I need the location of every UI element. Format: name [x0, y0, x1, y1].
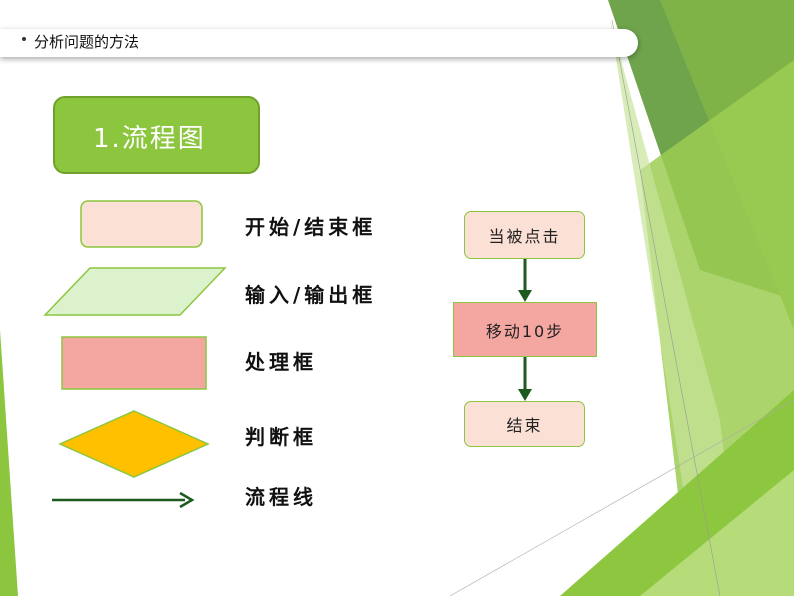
flow-process-label: 移动10步	[485, 321, 565, 341]
legend-process-shape	[61, 336, 207, 390]
flow-process-box: 移动10步	[453, 302, 597, 357]
flow-arrow-1-head	[518, 290, 532, 302]
flow-start-box: 当被点击	[464, 211, 585, 259]
legend-arrow-label: 流程线	[245, 485, 317, 509]
header-bar: 分析问题的方法	[0, 29, 638, 57]
legend-decision-shape	[58, 410, 210, 478]
bg-line-1	[611, 19, 721, 596]
section-title-box: 1.流程图	[53, 96, 260, 174]
section-title: 1.流程图	[93, 124, 206, 154]
legend-io-shape	[43, 267, 227, 316]
bg-shape-pale-green	[610, 20, 740, 596]
bg-line-2	[449, 399, 794, 596]
bg-shape-bottom-light	[640, 470, 794, 596]
flow-start-label: 当被点击	[488, 227, 561, 246]
flow-end-label: 结束	[506, 416, 543, 435]
legend-process-label: 处理框	[245, 350, 317, 374]
legend-io-label: 输入/输出框	[245, 283, 377, 307]
legend-arrow-head	[179, 491, 195, 509]
bullet-icon	[22, 37, 26, 41]
header-title: 分析问题的方法	[34, 33, 140, 51]
bg-shape-left-green	[0, 330, 18, 596]
legend-decision-label: 判断框	[245, 425, 317, 449]
legend-terminal-shape	[80, 200, 203, 248]
flow-end-box: 结束	[464, 401, 585, 447]
flow-arrow-2-head	[518, 389, 532, 401]
legend-terminal-label: 开始/结束框	[245, 215, 377, 239]
